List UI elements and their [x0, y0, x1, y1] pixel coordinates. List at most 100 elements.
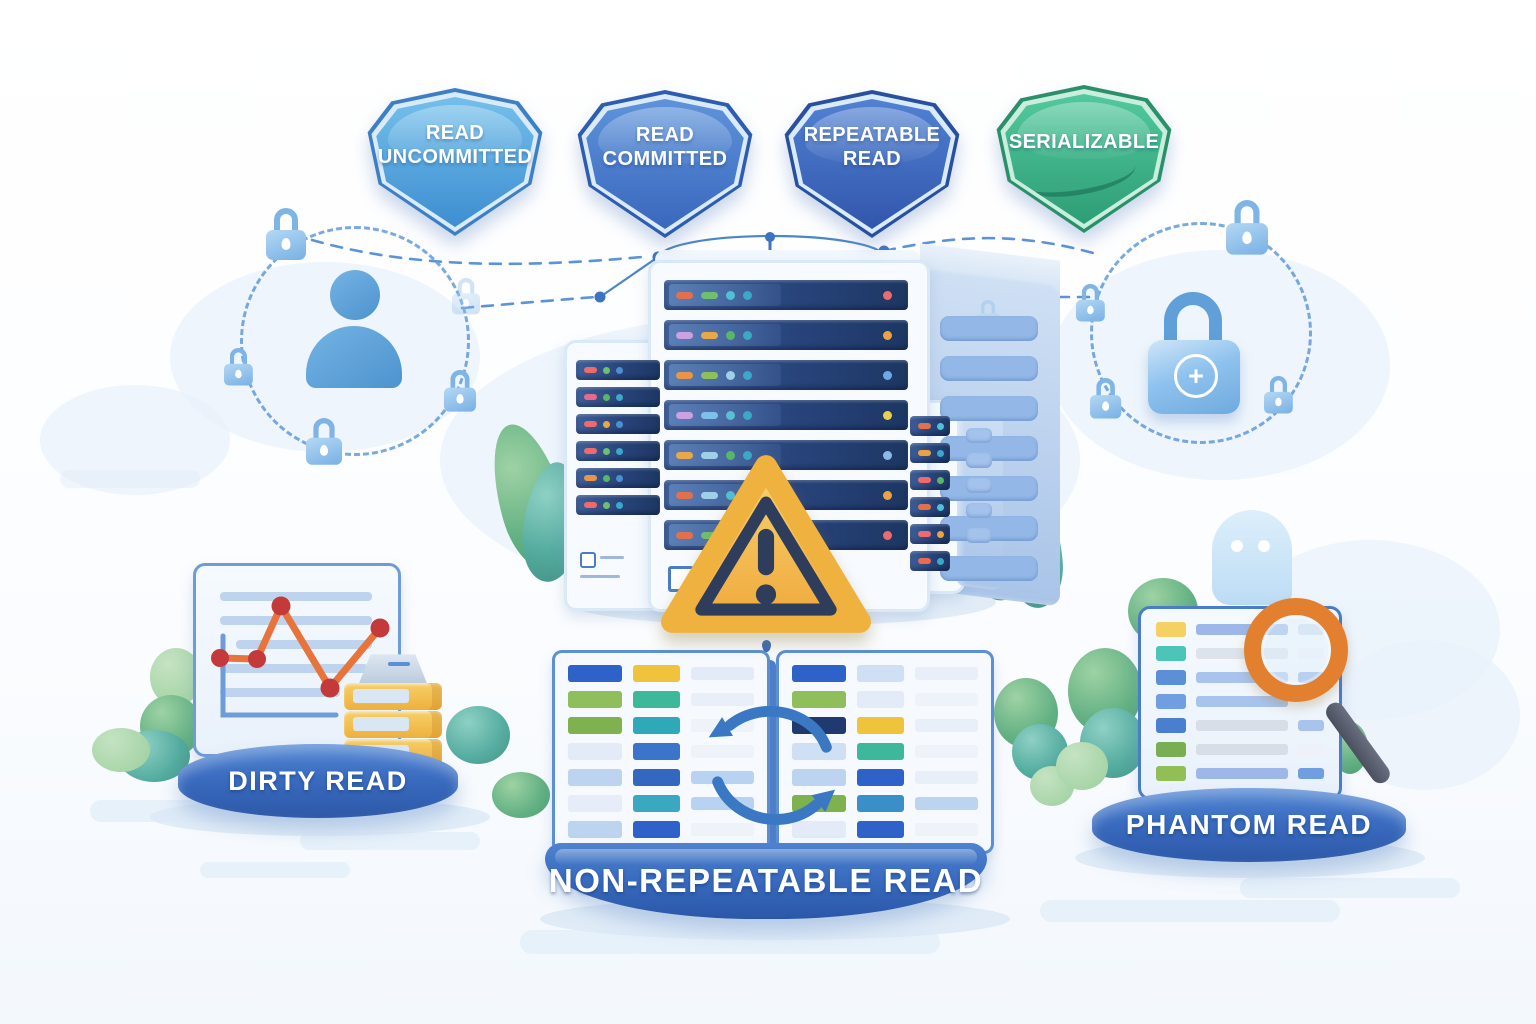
rack-row: [910, 416, 950, 436]
color-cell: [633, 769, 680, 786]
color-cell: [1298, 744, 1324, 755]
color-cell: [918, 450, 931, 456]
table-row: [568, 821, 754, 838]
shield-label: REPEATABLE READ: [803, 124, 941, 170]
rack-row: [664, 320, 908, 350]
color-cell: [792, 691, 846, 708]
color-cell: [676, 331, 693, 339]
list-row: [1156, 766, 1324, 781]
lock-icon: [1264, 376, 1293, 414]
dirty-read-label: DIRTY READ: [228, 765, 408, 796]
bush: [446, 706, 510, 764]
rack-row: [576, 360, 660, 380]
color-cell: [915, 771, 978, 784]
color-cell: [726, 290, 735, 300]
color-cell: [691, 771, 754, 784]
table-row: [792, 665, 978, 682]
color-cell: [883, 410, 892, 420]
color-cell: [1156, 622, 1186, 637]
color-cell: [1298, 768, 1324, 779]
color-cell: [743, 330, 752, 340]
color-cell: [966, 503, 992, 518]
color-cell: [633, 691, 680, 708]
color-cell: [676, 411, 693, 419]
color-cell: [691, 693, 754, 706]
color-cell: [1298, 720, 1324, 731]
color-cell: [883, 370, 892, 380]
vent-slot: [940, 556, 1038, 581]
color-cell: [1196, 696, 1288, 707]
color-cell: [937, 449, 944, 457]
vent-slot: [966, 528, 992, 543]
color-cell: [966, 453, 992, 468]
table-row: [568, 665, 754, 682]
color-cell: [568, 769, 622, 786]
color-cell: [1156, 718, 1186, 733]
color-cell: [743, 370, 752, 380]
color-cell: [915, 719, 978, 732]
user-body: [306, 326, 402, 388]
color-cell: [1196, 720, 1288, 731]
panel-line: [600, 556, 624, 559]
ground-streak: [300, 832, 480, 850]
droplet: [762, 640, 771, 652]
color-cell: [676, 291, 693, 299]
color-cell: [915, 797, 978, 810]
color-cell: [584, 475, 597, 481]
table-row: [792, 821, 978, 838]
color-cell: [603, 393, 610, 401]
color-cell: [726, 410, 735, 420]
color-cell: [883, 490, 892, 500]
color-cell: [857, 691, 904, 708]
color-cell: [966, 478, 992, 493]
color-cell: [883, 290, 892, 300]
color-cell: [726, 330, 735, 340]
bush: [492, 772, 550, 818]
server-rack-left: [576, 360, 660, 515]
rack-row: [664, 440, 908, 470]
color-cell: [1196, 768, 1288, 779]
magnifier-icon: [1244, 598, 1348, 702]
color-cell: [918, 531, 931, 537]
color-cell: [633, 743, 680, 760]
color-cell: [603, 447, 610, 455]
dashed-circle-left: [240, 226, 470, 456]
color-cell: [691, 667, 754, 680]
warning-icon: [661, 455, 871, 633]
rack-row: [910, 524, 950, 544]
table-row: [792, 769, 978, 786]
color-cell: [857, 665, 904, 682]
color-cell: [792, 821, 846, 838]
rack-row: [910, 497, 950, 517]
color-cell: [915, 693, 978, 706]
color-cell: [584, 502, 597, 508]
bush: [1056, 742, 1108, 790]
lock-icon: [1076, 284, 1105, 322]
color-cell: [918, 477, 931, 483]
shield-label: READ COMMITTED: [602, 124, 728, 170]
list-row: [1156, 694, 1324, 709]
color-cell: [584, 421, 597, 427]
color-cell: [676, 371, 693, 379]
lock-icon: [224, 348, 253, 386]
color-cell: [603, 420, 610, 428]
text-line: [220, 664, 368, 673]
color-cell: [1156, 742, 1186, 757]
panel-square: [580, 552, 596, 568]
color-cell: [857, 717, 904, 734]
rack-row: [664, 280, 908, 310]
vent-slot: [966, 478, 992, 493]
table-after: [776, 650, 994, 854]
color-cell: [603, 474, 610, 482]
color-cell: [918, 558, 931, 564]
color-cell: [966, 428, 992, 443]
table-row: [568, 743, 754, 760]
server-side-vents: [940, 316, 1038, 581]
color-cell: [676, 451, 693, 459]
color-cell: [691, 823, 754, 836]
color-cell: [726, 450, 735, 460]
shield-read-committed: READ COMMITTED: [574, 90, 756, 238]
rack-row: [664, 360, 908, 390]
non-repeatable-read-label: NON-REPEATABLE READ: [548, 862, 984, 899]
shield-label: READ UNCOMMITTED: [377, 122, 533, 168]
